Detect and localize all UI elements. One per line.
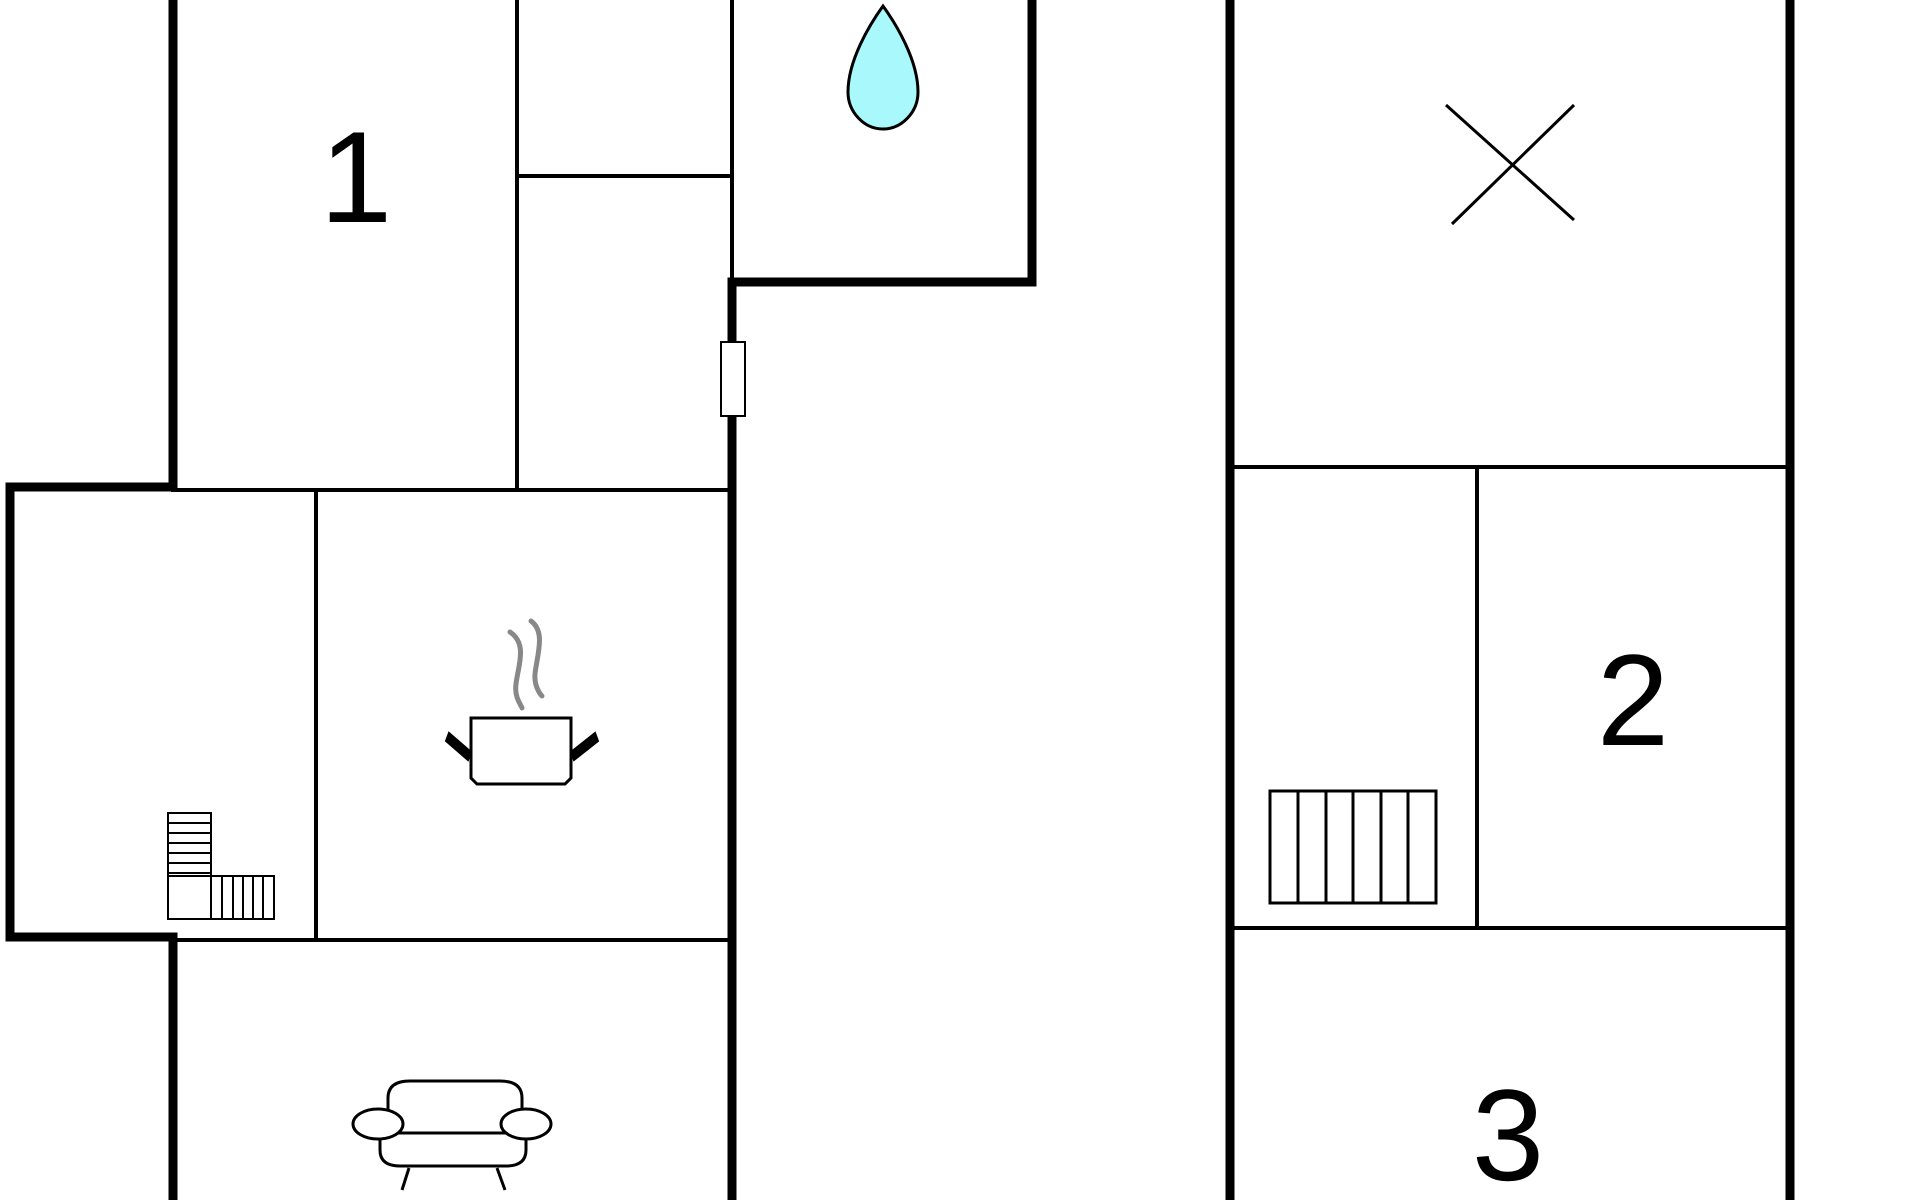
exterior-walls xyxy=(5,0,1795,1200)
door-icon xyxy=(720,341,746,417)
water-drop-icon xyxy=(846,3,920,131)
interior-walls xyxy=(171,0,1792,942)
staircase-icon xyxy=(1268,789,1438,905)
cooking-pot-icon xyxy=(444,618,600,786)
sofa-icon xyxy=(351,1079,553,1191)
cross-icon xyxy=(1444,103,1576,226)
room-label-2: 2 xyxy=(1597,627,1669,773)
room-label-3: 3 xyxy=(1472,1062,1544,1200)
staircase-icon xyxy=(167,812,275,920)
room-label-1: 1 xyxy=(320,104,392,250)
